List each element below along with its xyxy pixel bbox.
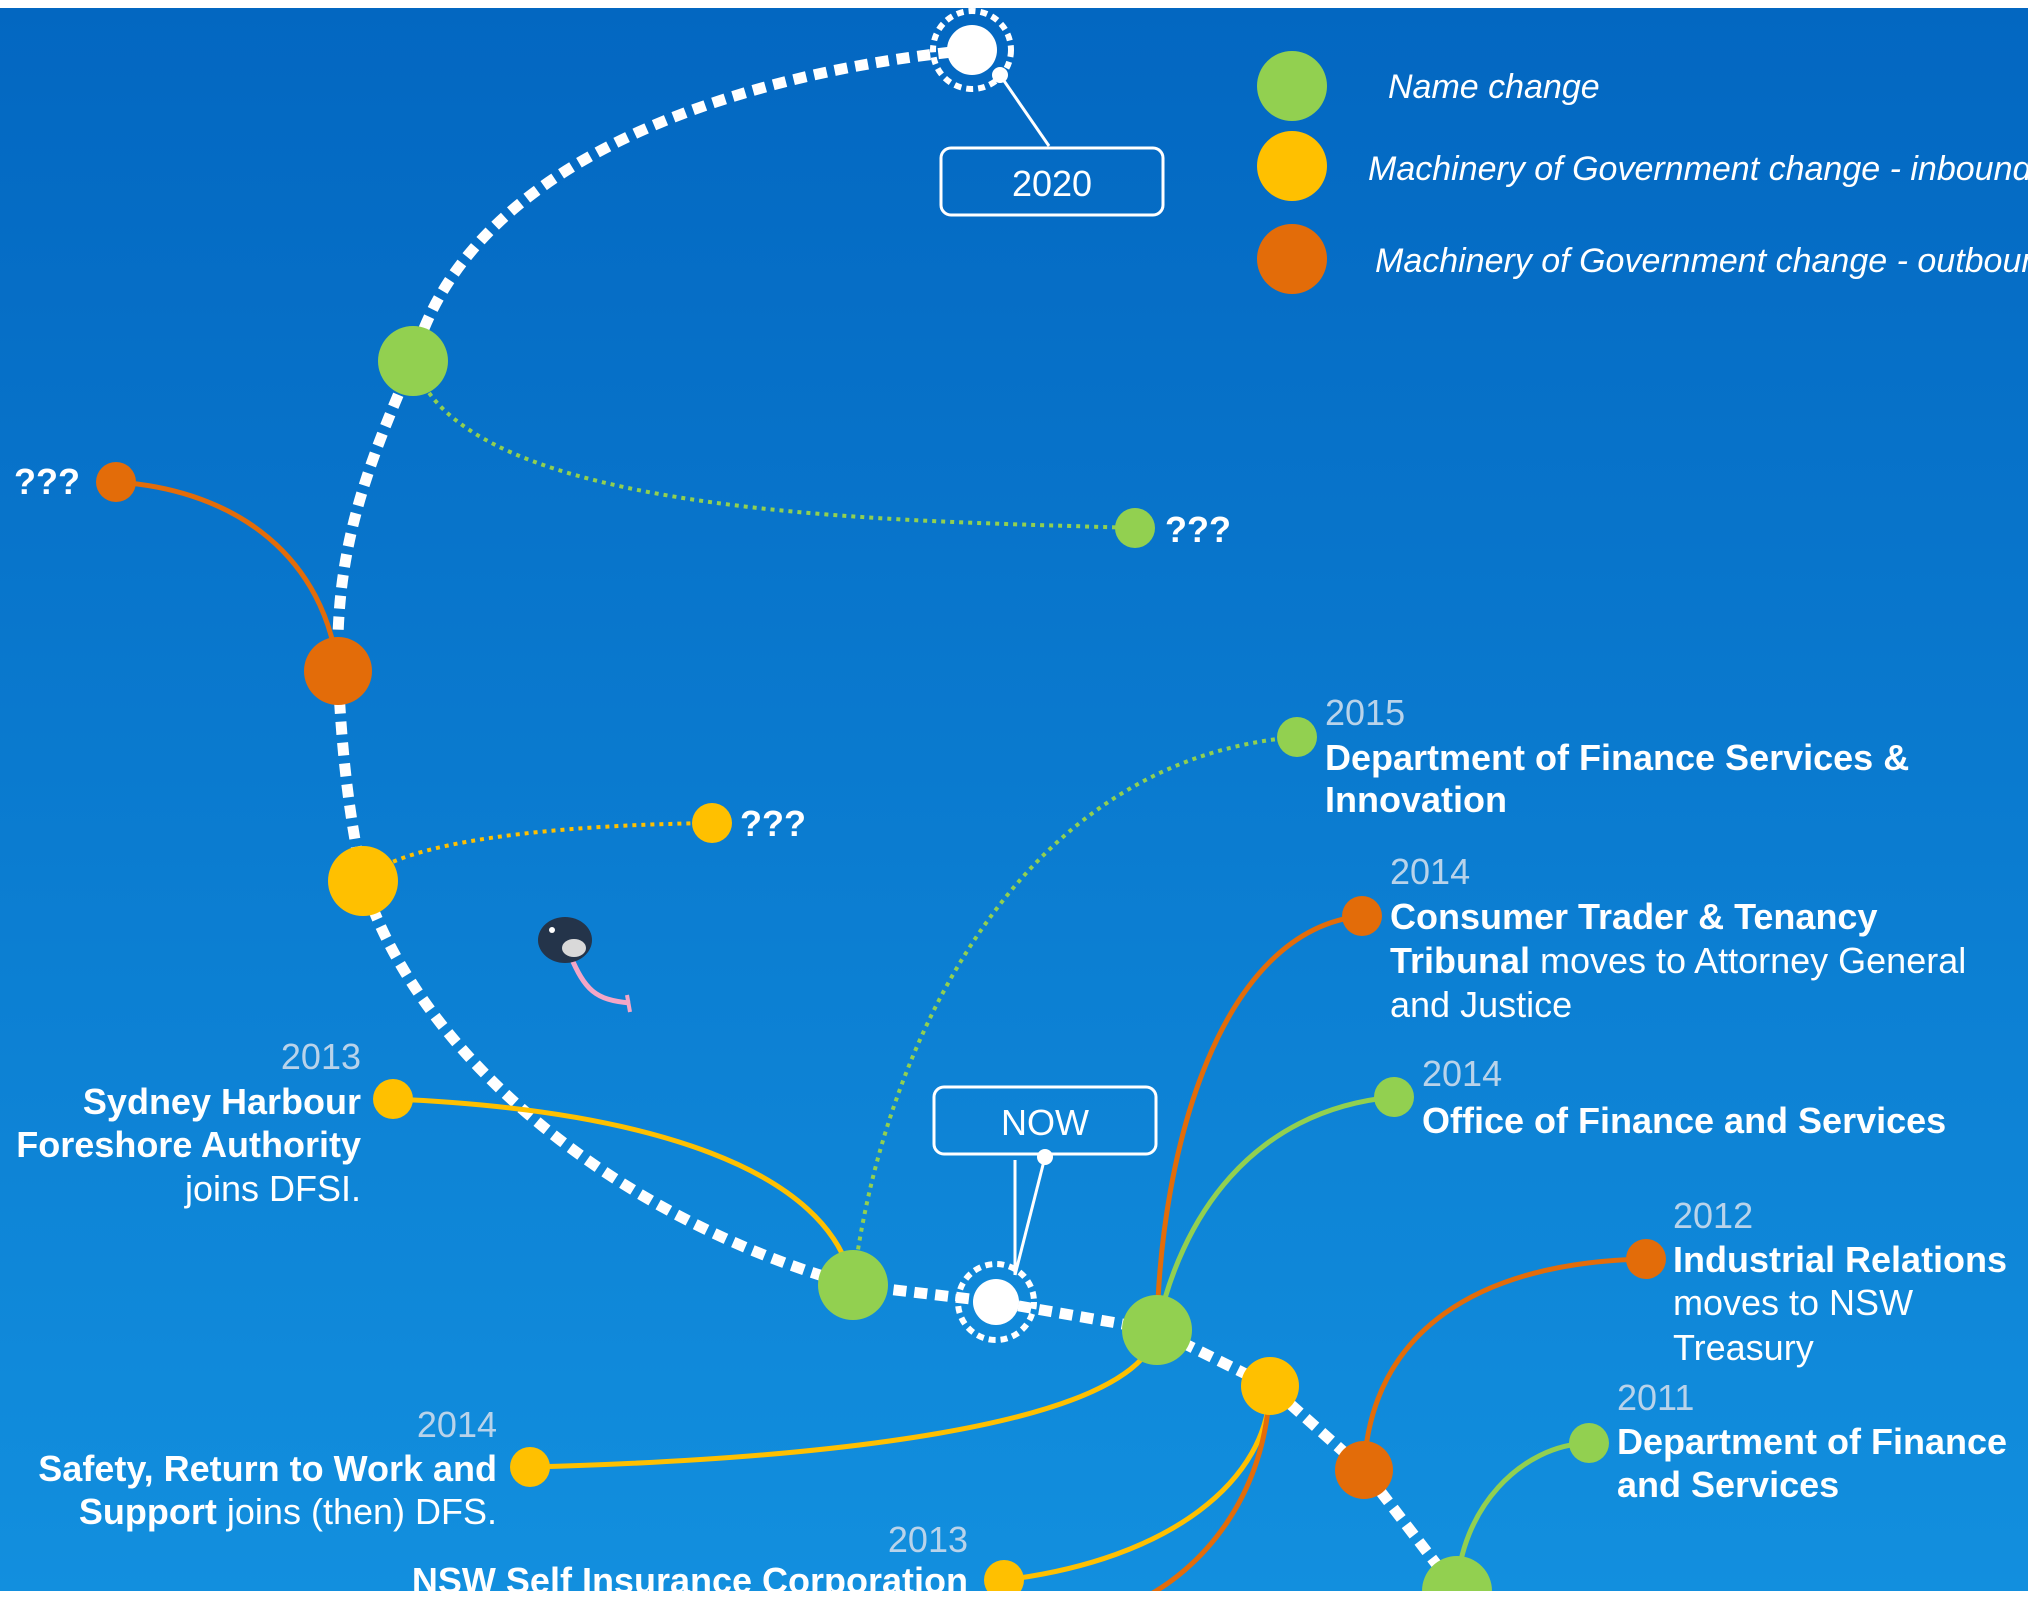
ir-title: Industrial Relations <box>1673 1239 2007 1280</box>
srws-title-line1: Safety, Return to Work and <box>38 1448 497 1489</box>
dot-shfa <box>373 1079 413 1119</box>
branch-unknown-orange <box>115 479 341 672</box>
srws-title-line2: Support joins (then) DFS. <box>79 1491 497 1532</box>
now-marker <box>973 1279 1019 1325</box>
future-2020-connector <box>998 74 1051 147</box>
future-2020-marker-ring <box>930 8 1014 92</box>
branch-shfa <box>392 1096 856 1286</box>
ir-desc-line2: moves to NSW <box>1673 1282 1913 1323</box>
node-name-change-2014 <box>1122 1295 1192 1365</box>
dot-srws <box>510 1447 550 1487</box>
creature-icon <box>538 917 632 1013</box>
now-box <box>932 1085 1158 1156</box>
future-2020-marker <box>947 25 997 75</box>
nswsic-year: 2013 <box>888 1519 968 1560</box>
ofs-title: Office of Finance and Services <box>1422 1100 1946 1141</box>
dfsi-year: 2015 <box>1325 692 1405 733</box>
unknown-label-yellow: ??? <box>740 803 806 844</box>
ctt-title-line3: and Justice <box>1390 984 1572 1025</box>
dfs-title-line2: and Services <box>1617 1464 1839 1505</box>
ctt-title-line2: Tribunal moves to Attorney General <box>1390 940 1966 981</box>
dfsi-title-line1: Department of Finance Services & <box>1325 737 1909 778</box>
future-2020-label: 2020 <box>1012 163 1092 204</box>
dot-ofs <box>1374 1077 1414 1117</box>
branch-srws <box>529 1329 1160 1470</box>
dot-unknown-green <box>1115 508 1155 548</box>
legend-label-name-change: Name change <box>1388 68 1600 106</box>
branch-unknown-yellow <box>361 821 713 883</box>
now-connector-2 <box>1013 1156 1047 1276</box>
ir-year: 2012 <box>1673 1195 1753 1236</box>
legend-swatch-outbound <box>1257 224 1327 294</box>
dot-dfs <box>1569 1423 1609 1463</box>
dot-nswsic <box>984 1560 1024 1591</box>
dfs-title-line1: Department of Finance <box>1617 1421 2007 1462</box>
unknown-label-green: ??? <box>1165 509 1231 550</box>
dot-unknown-yellow <box>692 803 732 843</box>
shfa-title-line2: Foreshore Authority <box>16 1124 361 1165</box>
shfa-desc: joins DFSI. <box>184 1168 361 1209</box>
shfa-title-line1: Sydney Harbour <box>83 1081 361 1122</box>
srws-year: 2014 <box>417 1404 497 1445</box>
legend-label-outbound: Machinery of Government change - outboun… <box>1375 242 2028 280</box>
node-name-change-2015 <box>818 1250 888 1320</box>
ctt-title-line1: Consumer Trader & Tenancy <box>1390 896 1877 937</box>
dfs-year: 2011 <box>1617 1377 1694 1418</box>
branch-dfsi <box>851 735 1298 1286</box>
node-inbound-future <box>328 846 398 916</box>
legend-swatch-inbound <box>1257 131 1327 201</box>
legend-label-inbound: Machinery of Government change - inbound <box>1368 150 2028 188</box>
future-2020-box <box>939 146 1165 217</box>
shfa-year: 2013 <box>281 1036 361 1077</box>
branch-ofs <box>1154 1094 1395 1331</box>
branch-outbound-low <box>1151 1385 1273 1591</box>
ctt-year: 2014 <box>1390 851 1470 892</box>
branch-unknown-green <box>411 360 1136 530</box>
background <box>0 8 2028 1591</box>
node-name-change-2011 <box>1422 1556 1492 1591</box>
ir-desc-line3: Treasury <box>1673 1327 1814 1368</box>
node-outbound-future <box>304 637 372 705</box>
dfsi-title-line2: Innovation <box>1325 779 1507 820</box>
dot-ir <box>1626 1239 1666 1279</box>
dot-dfsi <box>1277 717 1317 757</box>
nswsic-title: NSW Self Insurance Corporation <box>412 1560 968 1599</box>
node-inbound-2013 <box>1241 1357 1299 1415</box>
now-label: NOW <box>1001 1102 1089 1143</box>
node-name-change-future <box>378 326 448 396</box>
dot-unknown-orange <box>96 462 136 502</box>
branch-ir <box>1361 1256 1647 1471</box>
ofs-year: 2014 <box>1422 1053 1502 1094</box>
unknown-label-orange: ??? <box>14 461 80 502</box>
now-marker-ring <box>955 1261 1037 1343</box>
branch-ctt <box>1154 913 1363 1331</box>
legend-swatch-name-change <box>1257 51 1327 121</box>
dot-ctt <box>1342 896 1382 936</box>
node-outbound-2012 <box>1335 1441 1393 1499</box>
